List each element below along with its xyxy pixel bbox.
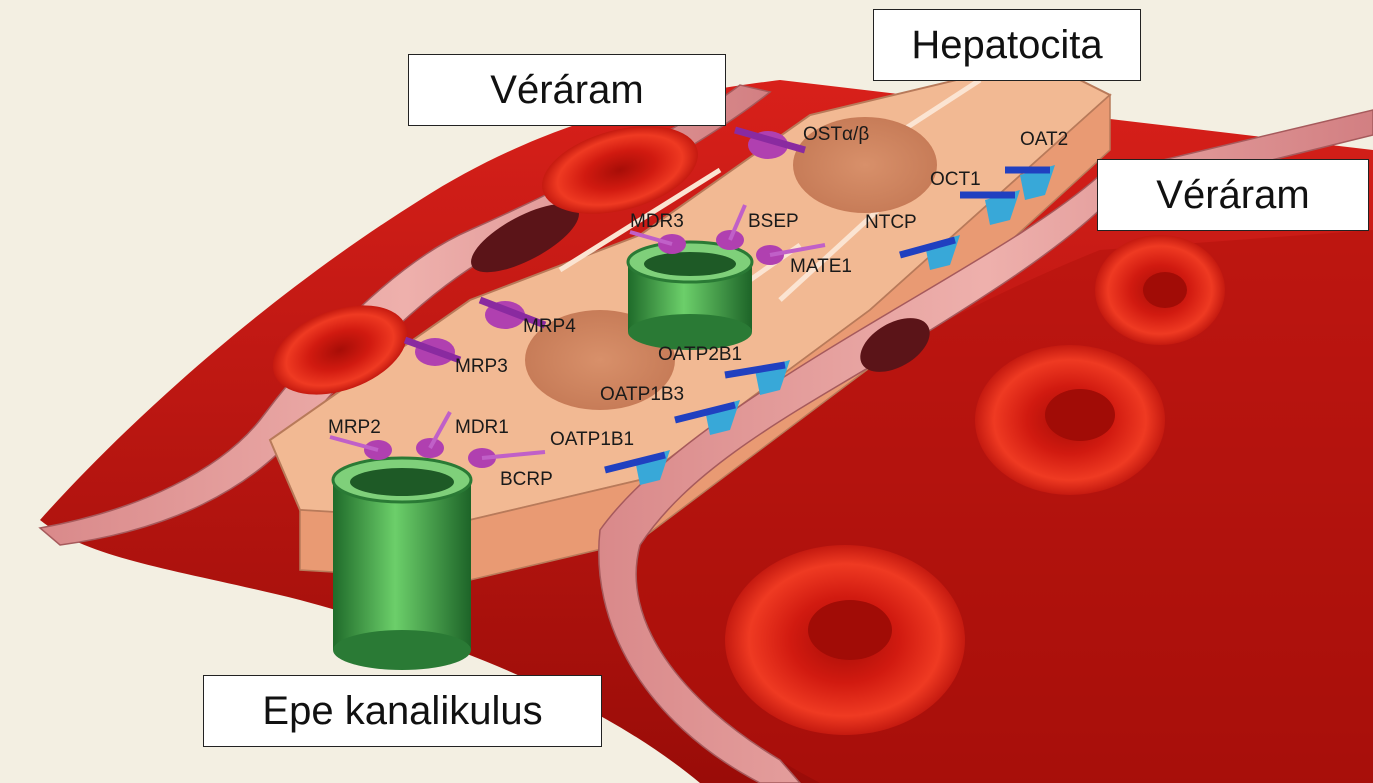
label-oatp2b1: OATP2B1: [658, 344, 742, 365]
label-blood-vessel-left: Véráram: [408, 54, 726, 126]
label-mate1: MATE1: [790, 256, 852, 277]
label-mrp4: MRP4: [523, 316, 576, 337]
label-oct1: OCT1: [930, 169, 981, 190]
label-oatp1b3: OATP1B3: [600, 384, 684, 405]
label-ntcp: NTCP: [865, 212, 917, 233]
rbc-bottom-hole: [808, 600, 892, 660]
label-oatp1b1: OATP1B1: [550, 429, 634, 450]
rbc-right-mid-hole: [1045, 389, 1115, 441]
label-mrp3: MRP3: [455, 356, 508, 377]
rbc-right-top-hole: [1143, 272, 1187, 308]
label-oat2: OAT2: [1020, 129, 1068, 150]
label-mdr3: MDR3: [630, 211, 684, 232]
bile-canaliculus-lower: [333, 458, 471, 670]
label-bsep: BSEP: [748, 211, 799, 232]
bile-canaliculus-upper: [628, 242, 752, 350]
label-bcrp: BCRP: [500, 469, 553, 490]
label-mrp2: MRP2: [328, 417, 381, 438]
label-blood-vessel-right: Véráram: [1097, 159, 1369, 231]
label-mdr1: MDR1: [455, 417, 509, 438]
label-bile-canaliculus: Epe kanalikulus: [203, 675, 602, 747]
label-hepatocyte: Hepatocita: [873, 9, 1141, 81]
label-ost: OSTα/β: [803, 124, 869, 145]
